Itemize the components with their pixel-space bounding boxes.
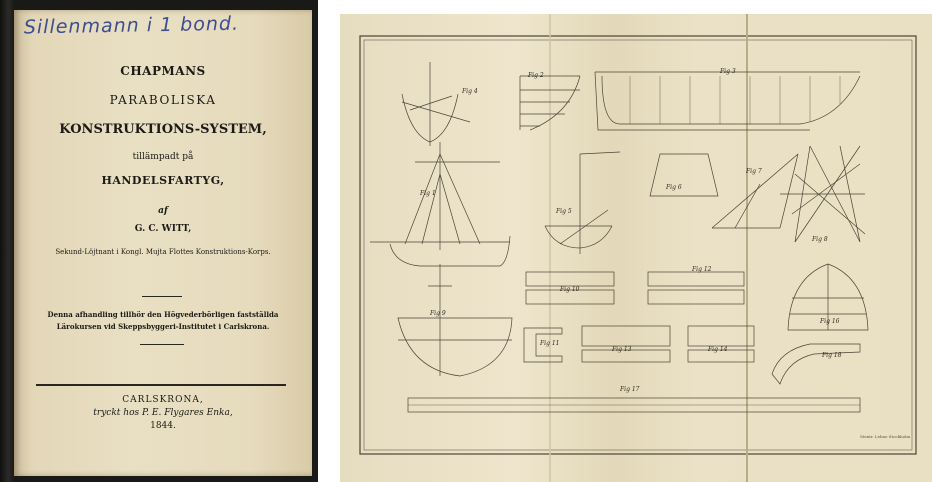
figure-14-drawing xyxy=(687,325,755,363)
handwritten-inscription: Sillenmann i 1 bond. xyxy=(23,12,240,39)
imprint-place: CARLSKRONA, xyxy=(122,395,204,405)
imprint-printer: tryckt hos P. E. Flygares Enka, xyxy=(93,408,233,418)
title-line-tillampadt: tillämpadt på xyxy=(132,152,194,162)
fig-label: Fig 13 xyxy=(612,346,632,353)
fig-label: Fig 4 xyxy=(462,88,478,95)
title-line-handelsfartyg: HANDELSFARTYG, xyxy=(101,174,225,187)
book-binding-edge xyxy=(0,0,14,482)
fig-label: Fig 14 xyxy=(708,346,728,353)
fig-label: Fig 17 xyxy=(620,386,640,393)
title-page xyxy=(14,10,312,476)
divider-rule xyxy=(140,344,184,345)
figure-4-drawing xyxy=(370,142,511,267)
figure-9-drawing xyxy=(397,264,513,377)
figure-5-drawing xyxy=(544,151,621,254)
figure-11-drawing xyxy=(523,327,563,363)
figure-2-drawing xyxy=(519,75,581,131)
imprint-rule xyxy=(36,384,286,386)
author-rank: Sekund-Löjtnant i Kongl. Mujta Flottes K… xyxy=(55,248,271,256)
figure-12-drawing xyxy=(647,271,745,305)
fig-label: Fig 16 xyxy=(820,318,840,325)
fig-label: Fig 5 xyxy=(556,208,572,215)
title-line-konstruktions-system: KONSTRUKTIONS-SYSTEM, xyxy=(59,122,267,137)
figure-1-drawing xyxy=(401,62,471,146)
divider-rule xyxy=(142,296,182,297)
figure-10-drawing xyxy=(525,271,615,305)
note-line-2: Lärokursen vid Skeppsbyggeri-Institutet … xyxy=(56,322,270,331)
fig-label: Fig 6 xyxy=(666,184,682,191)
figure-6-drawing xyxy=(649,153,719,197)
fig-label: Fig 8 xyxy=(812,236,828,243)
fig-label: Fig 7 xyxy=(746,168,762,175)
fig-label: Fig 9 xyxy=(430,310,446,317)
figure-7-drawing xyxy=(711,153,799,229)
fig-label: Fig 12 xyxy=(692,266,712,273)
fig-label: Fig 1 xyxy=(420,190,436,197)
plate-drawings xyxy=(359,14,917,482)
fig-label: Fig 11 xyxy=(540,340,560,347)
fig-label: Fig 18 xyxy=(822,352,842,359)
figure-13-drawing xyxy=(581,325,671,363)
figure-8-drawing xyxy=(780,145,866,243)
figure-18-drawing xyxy=(771,343,861,385)
figure-16-drawing xyxy=(787,263,869,331)
author-name: G. C. WITT, xyxy=(134,224,192,234)
figure-3-drawing xyxy=(594,71,861,131)
note-line-1: Denna afhandling tillhör den Högvederbör… xyxy=(47,310,279,319)
title-line-af: af xyxy=(158,206,168,216)
fig-label: Fig 2 xyxy=(528,72,544,79)
fig-label: Fig 3 xyxy=(720,68,736,75)
engraved-plate xyxy=(340,14,932,482)
figure-17-drawing xyxy=(407,397,861,413)
title-line-chapmans: CHAPMANS xyxy=(120,64,206,78)
imprint-year: 1844. xyxy=(150,421,176,431)
fig-label: Fig 10 xyxy=(560,286,580,293)
title-line-paraboliska: PARABOLISKA xyxy=(109,93,217,107)
lithographer-credit: Stentr. Lehne Stockholm xyxy=(860,434,911,439)
